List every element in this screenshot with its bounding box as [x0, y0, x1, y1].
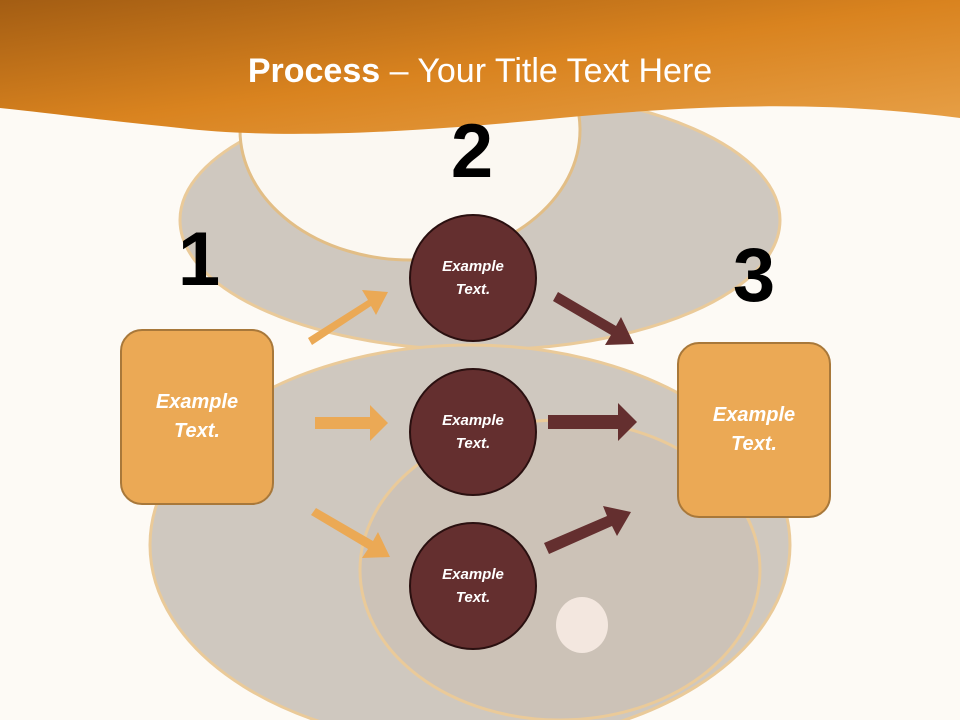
arrow-from-circle-1	[553, 292, 634, 345]
circle-1-line1: Example	[442, 258, 504, 275]
step-number-3: 3	[732, 233, 776, 318]
left-box-line2: Text.	[174, 420, 220, 442]
arrow-to-circle-2	[315, 405, 388, 441]
left-box-line1: Example	[155, 391, 239, 413]
arrows	[308, 290, 637, 558]
saucer-plates-image	[148, 0, 792, 720]
title-bold: Process	[247, 52, 381, 90]
right-box-line1: Example	[712, 404, 796, 426]
arrow-from-circle-3	[544, 506, 631, 554]
circle-2-line2: Text.	[455, 435, 491, 452]
circle-1-line2: Text.	[455, 281, 491, 298]
title-rest: – Your Title Text Here	[380, 52, 713, 90]
step-number-1: 1	[177, 217, 221, 302]
arrow-from-circle-2	[548, 403, 637, 441]
arrow-to-circle-1	[308, 290, 388, 345]
circle-2-line1: Example	[442, 412, 504, 429]
header-band	[0, 0, 960, 134]
circle-3-line1: Example	[442, 566, 504, 583]
step-number-2: 2	[450, 109, 494, 194]
circle-3-line2: Text.	[455, 589, 491, 606]
arrow-to-circle-3	[311, 508, 390, 558]
right-box-line2: Text.	[731, 433, 777, 455]
slide-title: Process – Your Title Text Here	[0, 52, 960, 91]
